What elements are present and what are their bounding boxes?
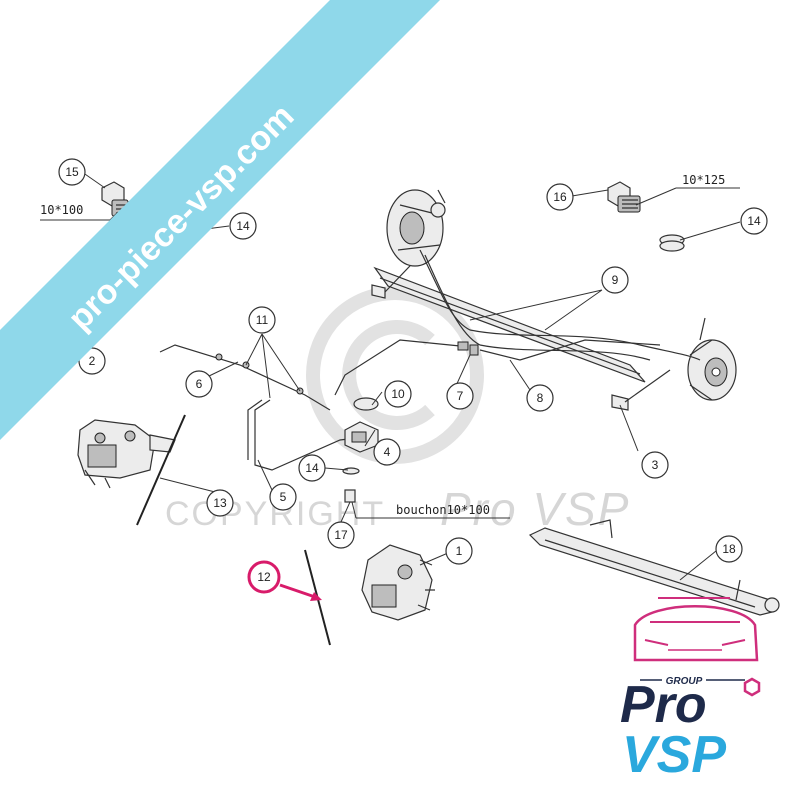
pro-vsp-logo: GROUP Pro VSP — [620, 597, 761, 784]
spec-bolt-15: 10*100 — [40, 203, 83, 217]
right-brake-drum — [687, 339, 737, 401]
master-cylinder — [342, 397, 379, 503]
svg-text:14: 14 — [236, 219, 250, 233]
svg-text:15: 15 — [65, 165, 79, 179]
svg-text:2: 2 — [89, 354, 96, 368]
svg-text:10: 10 — [391, 387, 405, 401]
svg-text:9: 9 — [612, 273, 619, 287]
copyright-icon — [306, 286, 484, 464]
rear-axle-assembly — [371, 189, 737, 411]
svg-text:1: 1 — [456, 544, 463, 558]
callout-4: 4 — [373, 438, 401, 466]
callout-14-right: 14 — [740, 207, 768, 235]
svg-text:17: 17 — [334, 528, 348, 542]
callout-5: 5 — [269, 483, 297, 511]
callout-1: 1 — [445, 537, 473, 565]
logo-line1: Pro — [620, 676, 707, 734]
svg-text:5: 5 — [280, 490, 287, 504]
brake-lines — [159, 339, 661, 471]
car-outline-icon — [633, 597, 759, 662]
svg-text:12: 12 — [257, 570, 271, 584]
callout-16: 16 — [546, 183, 574, 211]
hexagon-icon — [743, 677, 761, 697]
callout-17: 17 — [327, 521, 355, 549]
svg-text:11: 11 — [256, 313, 269, 327]
svg-text:4: 4 — [384, 445, 391, 459]
svg-text:8: 8 — [537, 391, 544, 405]
callout-8: 8 — [526, 384, 554, 412]
svg-text:18: 18 — [722, 542, 736, 556]
svg-text:13: 13 — [213, 496, 227, 510]
svg-text:6: 6 — [196, 377, 203, 391]
spec-plug-17: bouchon10*100 — [396, 503, 490, 517]
callout-13: 13 — [206, 489, 234, 517]
callout-3: 3 — [641, 451, 669, 479]
callout-10: 10 — [384, 380, 412, 408]
callout-6: 6 — [185, 370, 213, 398]
svg-text:16: 16 — [553, 190, 567, 204]
rear-leaf-spring — [528, 519, 780, 616]
left-drum-backing-plate — [386, 189, 446, 267]
callout-9: 9 — [601, 266, 629, 294]
svg-text:3: 3 — [652, 458, 659, 472]
copyright-watermark: COPYRIGHT Pro VSP — [165, 286, 630, 535]
logo-group-label: GROUP — [666, 676, 703, 687]
callout-14-left: 14 — [229, 212, 257, 240]
callout-11: 11 — [248, 306, 276, 334]
copper-washer-14b — [659, 234, 685, 252]
copyright-brand: Pro VSP — [440, 483, 630, 535]
front-right-caliper — [361, 544, 435, 621]
svg-text:14: 14 — [747, 214, 761, 228]
svg-text:7: 7 — [457, 389, 464, 403]
front-left-caliper — [77, 419, 176, 489]
logo-line2: VSP — [622, 726, 726, 784]
callout-15: 15 — [58, 158, 86, 186]
spec-bolt-16: 10*125 — [682, 173, 725, 187]
callout-12-highlighted: 12 — [247, 560, 322, 601]
callout-18: 18 — [715, 535, 743, 563]
callout-7: 7 — [446, 382, 474, 410]
svg-text:14: 14 — [305, 461, 319, 475]
flexible-hose-13 — [136, 414, 186, 526]
banjo-bolt-16 — [607, 181, 641, 213]
banner-text: pro-piece-vsp.com — [61, 97, 302, 338]
callout-14-center: 14 — [298, 454, 326, 482]
